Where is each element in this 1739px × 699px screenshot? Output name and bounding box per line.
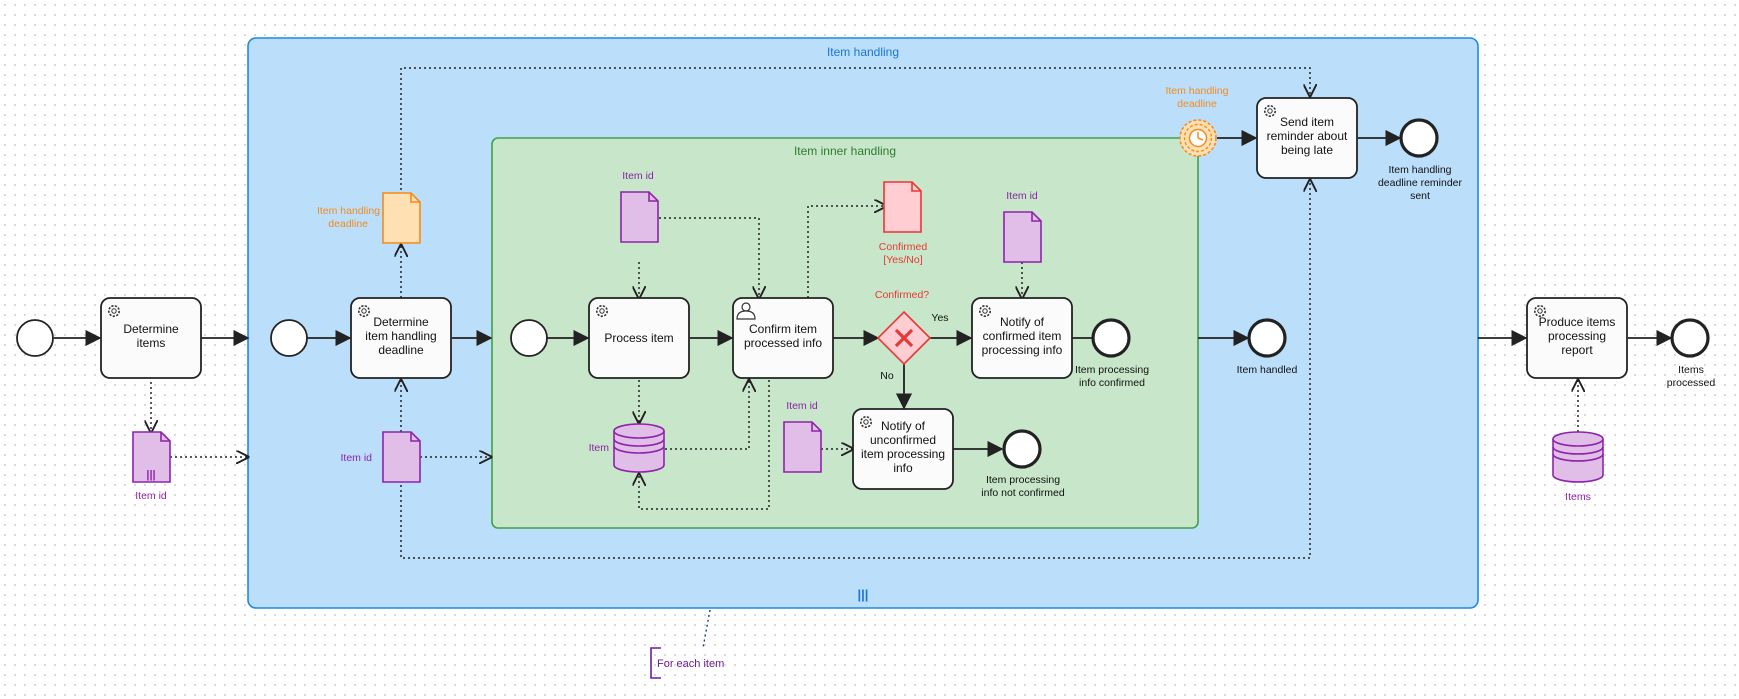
- gateway-no-label: No: [880, 370, 894, 382]
- deadline-doc-line-1: Item handling: [317, 205, 380, 217]
- item-id-top-label: Item id: [622, 170, 654, 182]
- determine-items-line-1: Determine: [123, 322, 179, 336]
- items-processed-end-event[interactable]: [1670, 318, 1710, 358]
- notify-unconfirmed-line-2: unconfirmed: [870, 433, 936, 447]
- item-id-collection-data-object[interactable]: |||: [132, 431, 171, 483]
- annotation-text: For each item: [657, 658, 724, 670]
- task-labels: Determine items Determine item handling …: [123, 115, 1615, 475]
- produce-report-task[interactable]: [1526, 297, 1628, 379]
- confirmed-line-1: Confirmed: [879, 241, 928, 253]
- determine-deadline-task[interactable]: [350, 297, 452, 379]
- item-processing-info-not-confirmed-end-event[interactable]: [1002, 429, 1042, 469]
- annotation-bracket: [650, 647, 661, 679]
- start-event[interactable]: [16, 319, 54, 357]
- timer-label: Item handling deadline: [1165, 85, 1228, 110]
- collection-marker: |||: [146, 469, 155, 481]
- confirm-item-task[interactable]: [732, 297, 834, 379]
- determine-items-line-2: items: [137, 336, 166, 350]
- determine-deadline-line-3: deadline: [378, 343, 424, 357]
- confirmed-data-object[interactable]: [883, 181, 922, 233]
- item-handled-end-event[interactable]: [1247, 318, 1287, 358]
- items-processed-line-2: processed: [1667, 377, 1716, 389]
- confirmed-end-line-2: info confirmed: [1079, 377, 1145, 389]
- items-data-store-label: Items: [1565, 491, 1591, 503]
- deadline-doc-line-2: deadline: [328, 218, 368, 230]
- item-handling-deadline-data-object[interactable]: [382, 192, 421, 244]
- confirm-item-line-1: Confirm item: [749, 322, 817, 336]
- process-item-line-1: Process item: [604, 331, 673, 345]
- item-processing-info-confirmed-end-event[interactable]: [1091, 318, 1131, 358]
- item-id-lower-label: Item id: [786, 400, 818, 412]
- notify-confirmed-line-3: processing info: [982, 343, 1063, 357]
- items-processed-line-1: Items: [1678, 364, 1704, 376]
- notify-confirmed-line-2: confirmed item: [983, 329, 1062, 343]
- determine-deadline-line-2: item handling: [365, 329, 436, 343]
- user-icon: [736, 302, 756, 320]
- item-id-top-data-object[interactable]: [620, 191, 659, 243]
- reminder-sent-line-3: sent: [1410, 190, 1430, 202]
- item-handling-deadline-label: Item handling deadline: [317, 205, 380, 230]
- item-inner-handling-label: Item inner handling: [794, 144, 896, 158]
- gateway-yes-label: Yes: [931, 312, 948, 324]
- confirmed-end-line-1: Item processing: [1075, 364, 1149, 376]
- data-associations: [151, 67, 1578, 559]
- process-item-task[interactable]: [588, 297, 690, 379]
- reminder-sent-line-1: Item handling: [1388, 164, 1451, 176]
- gateway-question-label: Confirmed?: [875, 289, 929, 301]
- item-id-right-label: Item id: [1006, 190, 1038, 202]
- notify-unconfirmed-task[interactable]: [852, 408, 954, 490]
- send-reminder-line-3: being late: [1281, 143, 1333, 157]
- timer-boundary-event[interactable]: [1179, 119, 1217, 157]
- notify-unconfirmed-line-4: info: [893, 461, 913, 475]
- item-id-collection-label: Item id: [135, 490, 167, 502]
- items-data-store[interactable]: [1552, 431, 1604, 483]
- item-id-right-data-object[interactable]: [1003, 211, 1042, 263]
- determine-deadline-line-1: Determine: [373, 315, 429, 329]
- item-handling-label: Item handling: [827, 45, 899, 59]
- not-confirmed-end-line-1: Item processing: [986, 474, 1060, 486]
- item-id-outer-label: Item id: [340, 452, 372, 464]
- item-handling-start-event[interactable]: [270, 319, 308, 357]
- send-reminder-line-2: reminder about: [1267, 129, 1348, 143]
- notify-unconfirmed-line-3: item processing: [861, 447, 945, 461]
- item-data-store-label: Item: [589, 442, 610, 454]
- notify-confirmed-line-1: Notify of: [1000, 315, 1045, 329]
- produce-report-line-1: Produce items: [1539, 315, 1616, 329]
- inner-start-event[interactable]: [510, 319, 548, 357]
- event-labels: Item processing info confirmed Item proc…: [981, 164, 1715, 499]
- produce-report-line-2: processing: [1548, 329, 1606, 343]
- confirm-item-line-2: processed info: [744, 336, 822, 350]
- item-id-outer-data-object[interactable]: [382, 431, 421, 483]
- multi-instance-marker: |||: [858, 587, 869, 602]
- determine-items-task[interactable]: [100, 297, 202, 379]
- send-reminder-task[interactable]: [1256, 97, 1358, 179]
- send-reminder-line-1: Send item: [1280, 115, 1334, 129]
- item-handled-line-1: Item handled: [1237, 364, 1298, 376]
- item-data-store[interactable]: [613, 423, 665, 473]
- confirmed-gateway[interactable]: [876, 310, 932, 366]
- confirmed-line-2: [Yes/No]: [883, 254, 922, 266]
- notify-unconfirmed-line-1: Notify of: [881, 419, 926, 433]
- sequence-flows: [54, 129, 1673, 458]
- timer-label-line-2: deadline: [1177, 98, 1217, 110]
- not-confirmed-end-line-2: info not confirmed: [981, 487, 1065, 499]
- produce-report-line-3: report: [1561, 343, 1593, 357]
- reminder-sent-line-2: deadline reminder: [1378, 177, 1463, 189]
- annotation-association: [702, 609, 711, 649]
- timer-label-line-1: Item handling: [1165, 85, 1228, 97]
- reminder-sent-end-event[interactable]: [1399, 118, 1439, 158]
- confirmed-label: Confirmed [Yes/No]: [879, 241, 928, 266]
- item-id-lower-data-object[interactable]: [783, 421, 822, 473]
- notify-confirmed-task[interactable]: [971, 297, 1073, 379]
